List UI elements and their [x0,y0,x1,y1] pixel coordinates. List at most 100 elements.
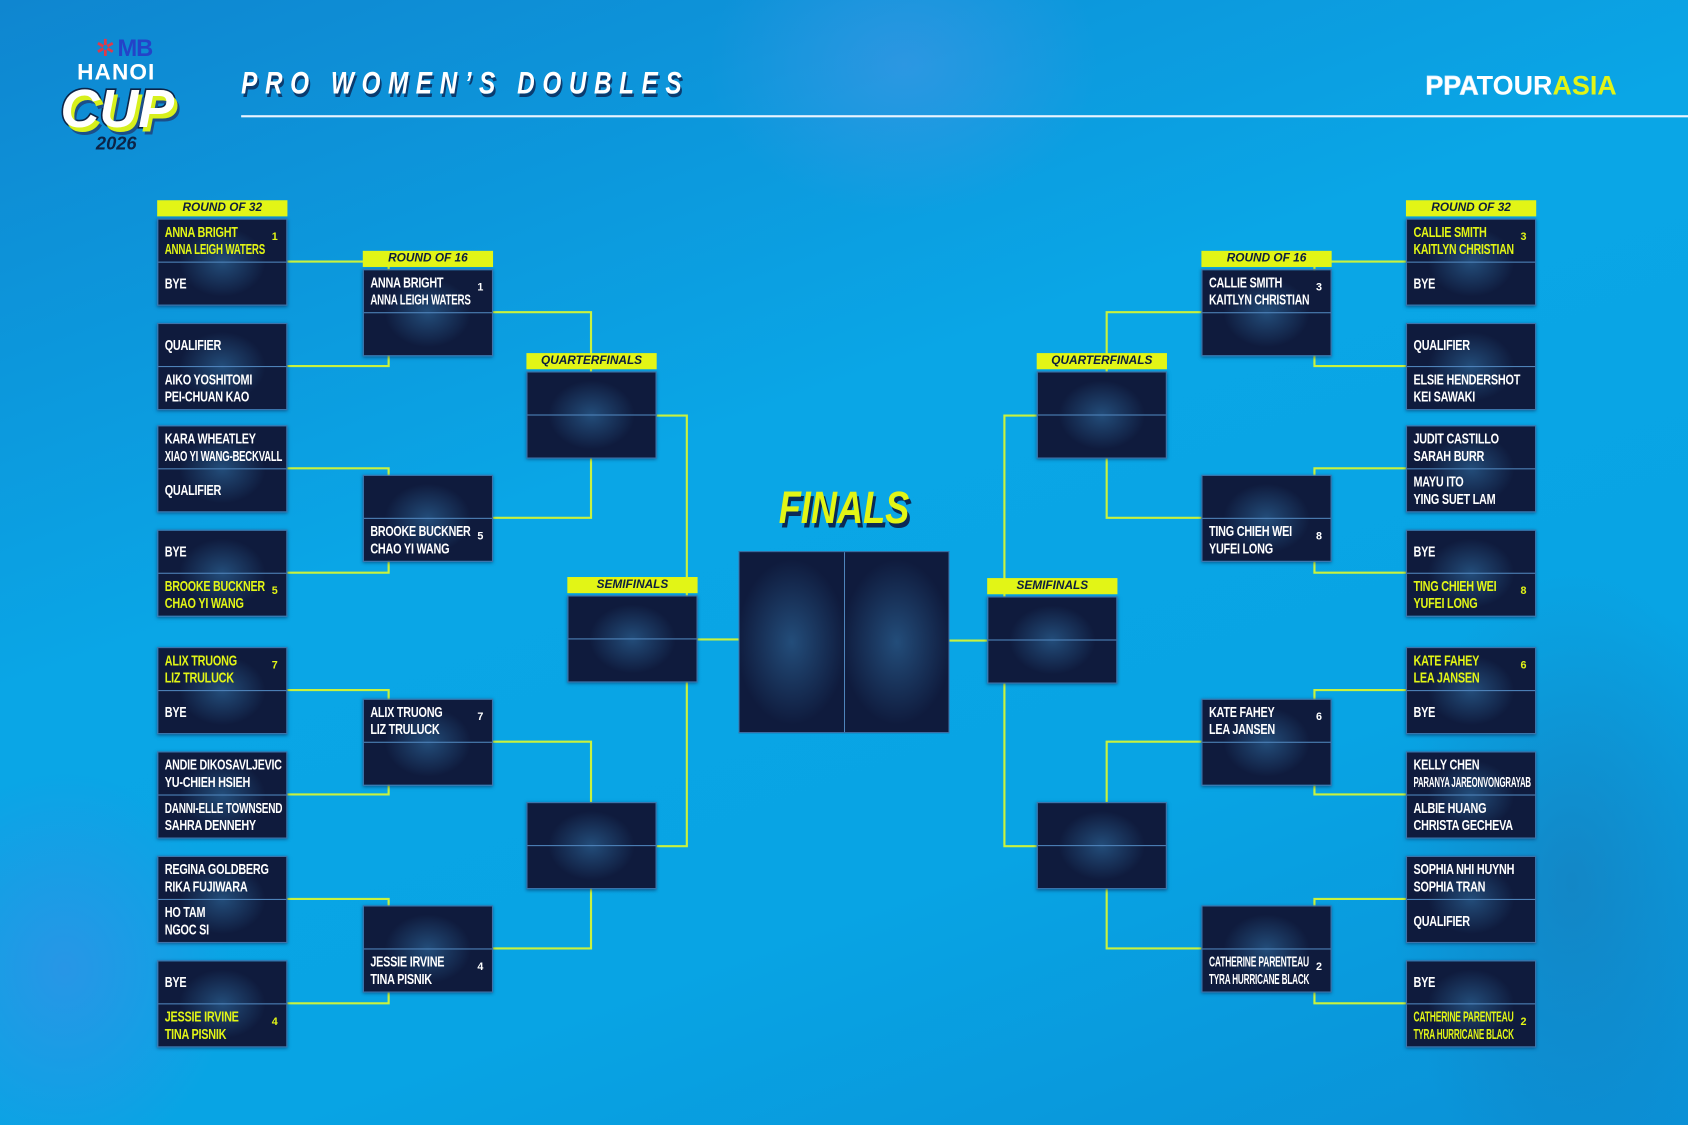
right-sf-match [987,596,1118,684]
player-name: QUALIFIER [1413,912,1470,930]
team-slot[interactable]: BYE [158,262,286,305]
player-name: ANNA BRIGHT [370,273,444,291]
logo-tour: TOUR [1476,71,1553,102]
ppa-tour-asia-logo: PPATOURASIA [1425,71,1617,102]
team-slot[interactable]: BYE [1407,262,1535,305]
team-slot[interactable]: BYE [158,691,286,734]
final-slot-left [739,552,845,733]
team-slot[interactable]: QUALIFIER [1407,324,1536,367]
team-slot[interactable]: QUALIFIER [158,469,286,512]
team-slot[interactable] [363,476,492,519]
team-slot[interactable] [1202,476,1331,519]
team-slot[interactable] [1038,415,1166,458]
team-slot[interactable] [568,639,696,682]
player-name: CALLIE SMITH [1208,273,1283,291]
team-slot[interactable]: BYE [158,531,287,574]
team-slot[interactable] [988,597,1117,640]
team-slot[interactable]: BYE [1407,691,1535,734]
team-slot[interactable] [527,372,656,416]
connector-line [656,414,688,639]
final-match-box [738,551,950,734]
player-name: CHRISTA GECHEVA [1413,816,1513,834]
team-slot[interactable] [1202,742,1330,785]
player-name: SOPHIA NHI HUYNH [1413,860,1515,878]
team-slot[interactable] [1037,372,1166,416]
team-slot[interactable] [1202,906,1331,949]
team-slot[interactable] [527,415,655,458]
player-name: XIAO YI WANG-BECKVALL [164,447,283,465]
player-name: KELLY CHEN [1413,755,1480,774]
player-name: SAHRA DENNEHY [164,816,256,834]
team-slot[interactable] [364,742,492,785]
team-slot[interactable] [364,313,492,356]
team-slot[interactable] [1202,313,1330,356]
player-name: KEI SAWAKI [1413,387,1476,406]
team-slot[interactable]: BYE [1407,961,1536,1004]
player-name: SOPHIA TRAN [1413,877,1486,895]
team-slot[interactable] [568,596,697,639]
player-name: BYE [1413,274,1436,293]
right-qf-header: QUARTERFINALS [1036,353,1167,370]
team-slot[interactable]: QUALIFIER [158,324,287,367]
team-slot[interactable] [1038,846,1166,889]
player-name: JESSIE IRVINE [370,952,445,971]
team-slot[interactable] [527,803,656,846]
player-name: TING CHIEH WEI [1413,577,1497,595]
team-slot[interactable] [1037,803,1166,846]
team-slot[interactable]: QUALIFIER [1407,899,1535,942]
connector-line [1003,414,1037,640]
team-slot[interactable] [988,640,1116,683]
player-name: ALIX TRUONG [370,703,443,721]
team-slot[interactable]: BYE [1407,531,1536,574]
team-slot[interactable] [527,846,655,889]
player-name: KATE FAHEY [1208,703,1275,721]
connector-line [656,638,688,848]
header-divider [241,115,1688,118]
logo-ppa: PPA [1425,71,1477,102]
seed-number: 5 [271,585,278,598]
team-slot[interactable] [363,906,492,949]
player-name: CATHERINE PARENTEAU [1208,952,1310,971]
player-name: QUALIFIER [164,336,222,354]
player-name: BYE [1413,542,1436,561]
seed-number: 5 [477,530,484,543]
team-slot[interactable]: BYE [158,961,287,1004]
